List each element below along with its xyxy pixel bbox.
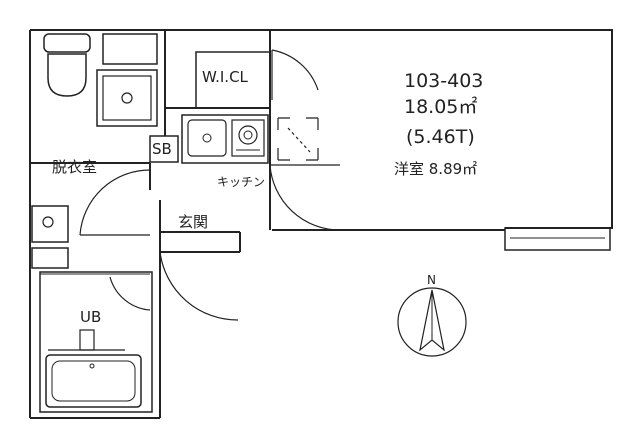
burner bbox=[238, 125, 258, 145]
window-frame bbox=[504, 227, 611, 251]
bath-door-arc bbox=[109, 276, 151, 311]
western-room-label: 洋室 8.89㎡ bbox=[394, 160, 478, 178]
kitchen-counter bbox=[181, 114, 269, 164]
unit-bath bbox=[39, 271, 153, 413]
compass-north-label: N bbox=[427, 273, 436, 287]
compass-ring bbox=[397, 287, 467, 357]
burner-inner bbox=[243, 130, 253, 140]
toilet-bowl bbox=[47, 53, 87, 97]
fridge-space bbox=[277, 117, 319, 161]
kitchen-sink bbox=[187, 119, 227, 157]
dressing-door-arc bbox=[79, 169, 151, 236]
total-area: 18.05㎡ bbox=[404, 96, 478, 118]
wic-door-arc bbox=[271, 49, 319, 91]
unit-number: 103-403 bbox=[404, 70, 484, 92]
sink-drain bbox=[202, 133, 212, 143]
washer-pan bbox=[96, 69, 158, 127]
room-door-arc bbox=[269, 164, 341, 231]
basin-cabinet bbox=[31, 247, 69, 269]
kitchen-label: キッチン bbox=[217, 175, 266, 189]
dressing-room-label: 脱衣室 bbox=[52, 158, 98, 176]
stove bbox=[231, 119, 265, 157]
tatami-size: (5.46T) bbox=[406, 126, 475, 148]
wash-basin bbox=[31, 205, 69, 243]
entrance-label: 玄関 bbox=[178, 213, 209, 231]
washer-shelf bbox=[102, 33, 158, 65]
wic-label: W.I.CL bbox=[202, 68, 248, 86]
sb-label: SB bbox=[152, 140, 172, 158]
bathtub bbox=[45, 354, 142, 408]
entrance-door-arc bbox=[159, 251, 239, 321]
toilet-tank bbox=[43, 33, 91, 53]
unit-bath-label: UB bbox=[80, 308, 102, 326]
